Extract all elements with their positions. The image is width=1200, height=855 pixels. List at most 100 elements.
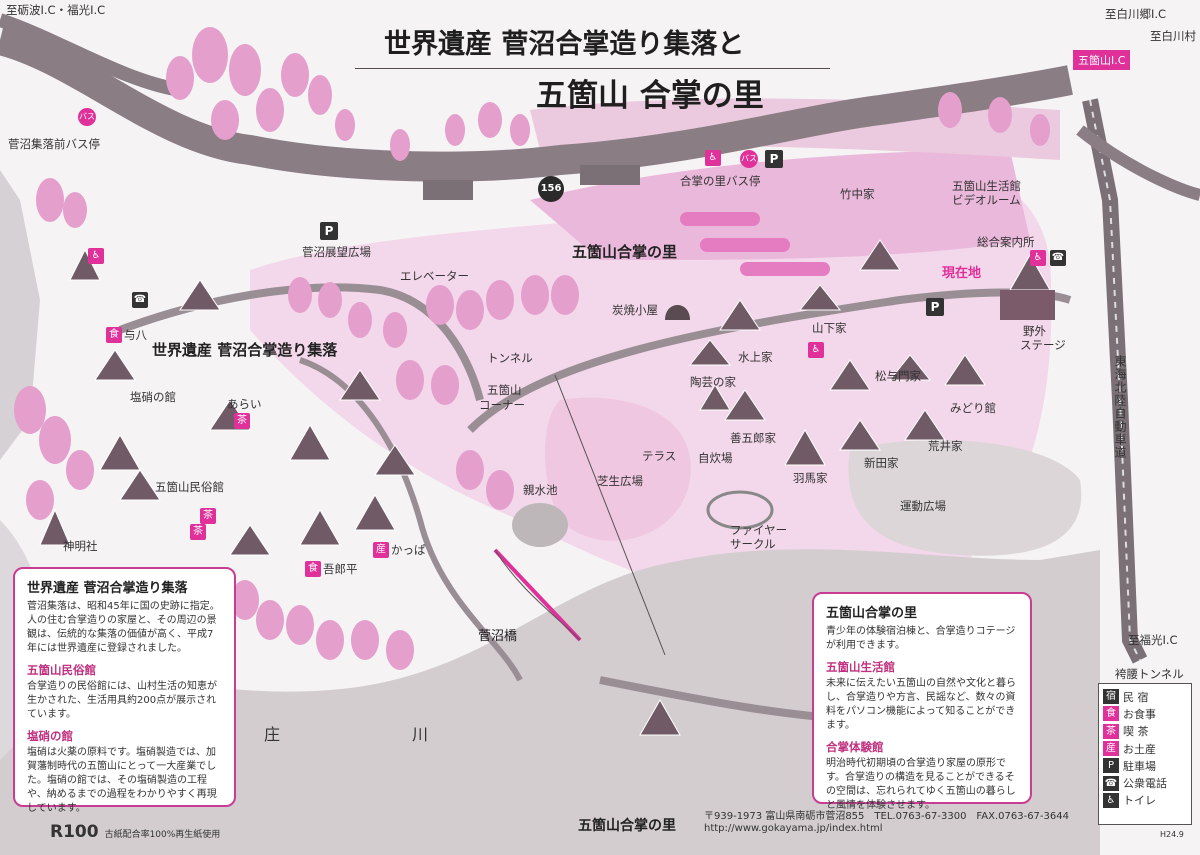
legend-label: お土産 bbox=[1123, 742, 1156, 756]
sports-ground-label: 運動広場 bbox=[900, 499, 946, 513]
enshou-body: 塩硝は火薬の原料です。塩硝製造では、加賀藩制時代の五箇山にとって一大産業でした。… bbox=[27, 747, 217, 814]
phone-icon: ☎ bbox=[1050, 250, 1066, 266]
recycle-note: 古紙配合率100%再生紙使用 bbox=[104, 830, 221, 840]
info-center-label: 総合案内所 bbox=[977, 235, 1035, 249]
toilet-icon: ♿ bbox=[808, 342, 824, 358]
legend-row: ☎ 公衆電話 bbox=[1103, 774, 1187, 791]
seikatsukan-heading: 五箇山生活館 bbox=[826, 660, 895, 674]
toilet-icon: ♿ bbox=[88, 248, 104, 264]
shinsui-pond-label: 親水池 bbox=[523, 483, 558, 497]
arai-house-label: 荒井家 bbox=[928, 439, 963, 453]
legend-label: 喫 茶 bbox=[1123, 725, 1149, 739]
toilet-icon: ♿ bbox=[705, 150, 721, 166]
gassho-info-title: 五箇山合掌の里 bbox=[826, 606, 918, 621]
outdoor-stage-label-2: ステージ bbox=[1020, 338, 1066, 352]
map-title-line1: 世界遺産 菅沼合掌造り集落と bbox=[384, 29, 745, 60]
gokayama-corner-label-2: コーナー bbox=[479, 398, 525, 412]
legend-row: 食お食事 bbox=[1103, 705, 1187, 722]
direction-shirakawa-village: 至白川村 bbox=[1150, 29, 1196, 43]
phone-icon: ☎ bbox=[132, 292, 148, 308]
gokayama-ic-sign: 五箇山I.C bbox=[1073, 50, 1131, 70]
suganuma-bridge-label: 菅沼橋 bbox=[478, 629, 518, 644]
gassho-village-label: 五箇山合掌の里 bbox=[572, 243, 678, 261]
suganuma-info-box: 世界遺産 菅沼合掌造り集落 菅沼集落は、昭和45年に国の史跡に指定。人の住む合掌… bbox=[13, 567, 236, 814]
food-badge: 食 bbox=[106, 327, 122, 343]
legend-row: 産お土産 bbox=[1103, 740, 1187, 757]
terrace-label: テラス bbox=[642, 449, 677, 463]
elevator-label: エレベーター bbox=[400, 269, 469, 283]
pottery-house-label: 陶芸の家 bbox=[690, 375, 736, 389]
parking-icon: P bbox=[320, 222, 338, 240]
legend-icon: 茶 bbox=[1103, 723, 1119, 739]
matsuyamon-house-label: 松与門家 bbox=[875, 369, 921, 383]
enshou-heading: 塩硝の館 bbox=[27, 729, 73, 743]
river-label-1: 庄 bbox=[264, 725, 281, 744]
map-title-line2: 五箇山 合掌の里 bbox=[536, 78, 764, 114]
yamashita-house-label: 山下家 bbox=[812, 321, 847, 335]
zengoro-house-label: 善五郎家 bbox=[730, 431, 776, 445]
legend-icon: 産 bbox=[1103, 741, 1119, 757]
gorohei-label: 吾郎平 bbox=[323, 562, 358, 576]
footer-address-block: 〒939-1973 富山県南砺市菅沼855 TEL.0763-67-3300 F… bbox=[704, 811, 1069, 835]
legend-label: お食事 bbox=[1123, 707, 1156, 721]
legend-label: トイレ bbox=[1123, 794, 1156, 808]
legend-label: 公衆電話 bbox=[1123, 777, 1167, 791]
shinden-house-label: 新田家 bbox=[864, 456, 899, 470]
hakamagoshi-tunnel-label: 袴腰トンネル bbox=[1115, 667, 1184, 681]
kappa-label: かっぱ bbox=[391, 543, 426, 557]
recycle-mark-text: R100 bbox=[50, 822, 99, 842]
hanma-house-label: 羽馬家 bbox=[793, 471, 828, 485]
current-location-label: 現在地 bbox=[942, 266, 982, 281]
food-badge: 食 bbox=[305, 561, 321, 577]
legend-icon: ♿ bbox=[1103, 792, 1119, 808]
tunnel-label: トンネル bbox=[487, 351, 533, 365]
direction-fukumitsu-ic: 至福光I.C bbox=[1128, 633, 1178, 647]
seikatsukan-label-1: 五箇山生活館 bbox=[952, 179, 1021, 193]
recycle-mark: R100 古紙配合率100%再生紙使用 bbox=[50, 822, 220, 842]
tea-badge: 茶 bbox=[190, 524, 206, 540]
river-label-2: 川 bbox=[412, 725, 429, 744]
title-underline bbox=[355, 68, 830, 69]
observatory-label: 菅沼展望広場 bbox=[302, 245, 371, 259]
outdoor-stage-label-1: 野外 bbox=[1023, 324, 1046, 338]
direction-top-left: 至砺波I.C・福光I.C bbox=[6, 3, 106, 17]
charcoal-hut-label: 炭焼小屋 bbox=[612, 303, 658, 317]
lawn-plaza-label: 芝生広場 bbox=[597, 474, 643, 488]
taikenkan-body: 明治時代初期頃の合掌造り家屋の原形です。合掌造りの構造を見ることができるその空間… bbox=[826, 758, 1016, 811]
arai-tea-label: あらい bbox=[227, 397, 262, 411]
bus-stop-icon: バス bbox=[78, 108, 96, 126]
shinmei-shrine-label: 神明社 bbox=[63, 539, 98, 553]
gassho-info-body: 青少年の体験宿泊棟と、合掌造りコテージが利用できます。 bbox=[826, 626, 1016, 651]
seikatsukan-body: 未来に伝えたい五箇山の自然や文化と暮らし、合掌造りや方言、民謡など、数々の資料を… bbox=[826, 678, 1016, 731]
expressway-label: 東海北陸自動車道 bbox=[1113, 355, 1127, 459]
gassho-info-box: 五箇山合掌の里 青少年の体験宿泊棟と、合掌造りコテージが利用できます。 五箇山生… bbox=[812, 592, 1032, 811]
footer-url[interactable]: http://www.gokayama.jp/index.html bbox=[704, 823, 883, 834]
folk-museum-body: 合掌造りの民俗館には、山村生活の知恵が生かされた、生活用具約200点が展示されて… bbox=[27, 681, 217, 720]
footer-name: 五箇山合掌の里 bbox=[578, 818, 676, 834]
suganuma-bus-stop-label: 菅沼集落前バス停 bbox=[8, 137, 100, 151]
gokayama-corner-label-1: 五箇山 bbox=[487, 383, 522, 397]
footer-address: 〒939-1973 富山県南砺市菅沼855 TEL.0763-67-3300 F… bbox=[704, 811, 1069, 822]
toilet-icon: ♿ bbox=[1030, 250, 1046, 266]
cooking-area-label: 自炊場 bbox=[698, 451, 733, 465]
tea-badge: 茶 bbox=[234, 413, 250, 429]
parking-icon: P bbox=[765, 150, 783, 168]
fire-circle-label-1: ファイヤー bbox=[730, 523, 788, 537]
yohachi-label: 与八 bbox=[124, 328, 147, 342]
enshou-hall-label: 塩硝の館 bbox=[130, 390, 176, 404]
direction-shirakawa-ic: 至白川郷I.C bbox=[1105, 7, 1167, 21]
mizukami-house-label: 水上家 bbox=[738, 350, 773, 364]
suganuma-village-label: 世界遺産 菅沼合掌造り集落 bbox=[152, 341, 338, 359]
folk-museum-heading: 五箇山民俗館 bbox=[27, 663, 96, 677]
legend-label: 民 宿 bbox=[1123, 690, 1149, 704]
legend-icon: ☎ bbox=[1103, 775, 1119, 791]
legend-icon: 宿 bbox=[1103, 689, 1119, 705]
legend-row: ♿ トイレ bbox=[1103, 792, 1187, 809]
seikatsukan-label-2: ビデオルーム bbox=[952, 193, 1021, 207]
suganuma-info-title: 世界遺産 菅沼合掌造り集落 bbox=[27, 581, 188, 596]
tea-badge: 茶 bbox=[200, 508, 216, 524]
taikenkan-heading: 合掌体験館 bbox=[826, 740, 884, 754]
version-label: H24.9 bbox=[1160, 830, 1184, 839]
